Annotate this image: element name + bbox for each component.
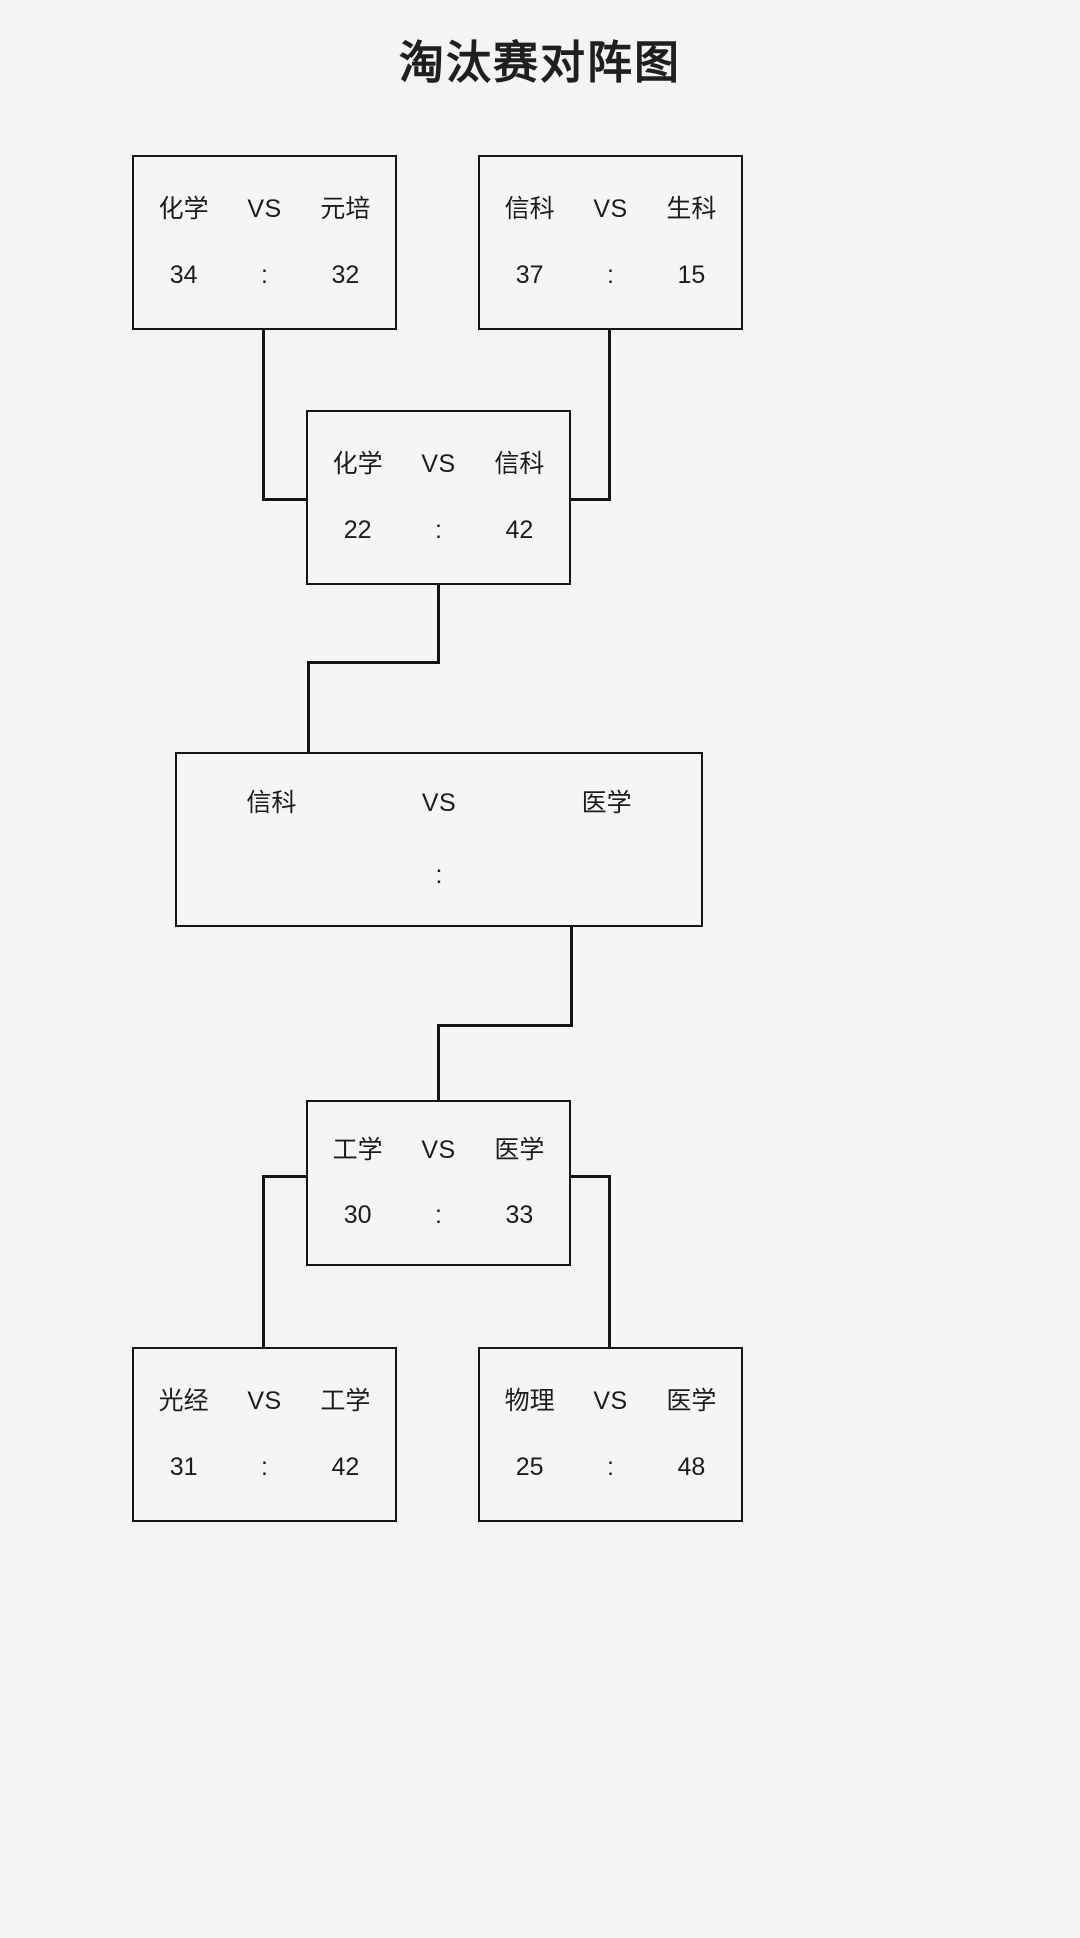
away-team-name: 医学 <box>581 789 632 818</box>
away-team-name: 信科 <box>494 450 545 479</box>
match-teams-row: 信科 VS 生科 <box>480 194 741 225</box>
match-score-row: : <box>177 860 701 891</box>
vs-label: VS <box>421 450 456 479</box>
home-team-name: 化学 <box>332 450 383 479</box>
home-team-name: 工学 <box>332 1135 383 1164</box>
connector-qf-right-down <box>608 329 611 501</box>
score-separator: : <box>607 260 614 289</box>
connector-sf-upper-horiz <box>307 661 440 664</box>
match-score-row: 22 : 42 <box>308 515 569 546</box>
home-team-name: 信科 <box>504 195 555 224</box>
vs-label: VS <box>593 1387 628 1416</box>
match-box-sf-lower[interactable]: 工学 VS 医学 30 : 33 <box>306 1100 571 1266</box>
connector-sf-lower-left-horiz <box>262 1175 310 1178</box>
connector-sf-upper-down-b <box>307 661 310 752</box>
connector-qf-right-to-sf <box>566 498 611 501</box>
score-separator: : <box>435 860 443 889</box>
match-box-sf-upper[interactable]: 化学 VS 信科 22 : 42 <box>306 410 571 585</box>
home-team-name: 化学 <box>158 195 209 224</box>
connector-qf-left-down <box>262 329 265 501</box>
match-teams-row: 信科 VS 医学 <box>177 788 701 819</box>
match-score-row: 34 : 32 <box>134 260 395 291</box>
match-box-qf-left[interactable]: 化学 VS 元培 34 : 32 <box>132 155 397 330</box>
home-score: 22 <box>343 515 372 544</box>
match-score-row: 25 : 48 <box>480 1452 741 1483</box>
score-separator: : <box>607 1452 614 1481</box>
vs-label: VS <box>247 1387 282 1416</box>
vs-label: VS <box>593 195 628 224</box>
away-score: 42 <box>331 1452 360 1481</box>
match-box-qf-bottom-right[interactable]: 物理 VS 医学 25 : 48 <box>478 1347 743 1522</box>
match-teams-row: 化学 VS 元培 <box>134 194 395 225</box>
match-box-final[interactable]: 信科 VS 医学 : <box>175 752 703 927</box>
connector-sf-lower-right-down <box>608 1175 611 1352</box>
score-separator: : <box>261 1452 268 1481</box>
away-team-name: 生科 <box>666 195 717 224</box>
away-score: 42 <box>505 515 534 544</box>
match-box-qf-bottom-left[interactable]: 光经 VS 工学 31 : 42 <box>132 1347 397 1522</box>
match-score-row: 30 : 33 <box>308 1200 569 1231</box>
away-team-name: 工学 <box>320 1387 371 1416</box>
connector-qf-left-to-sf <box>262 498 310 501</box>
home-team-name: 信科 <box>246 789 297 818</box>
away-team-name: 医学 <box>666 1387 717 1416</box>
away-team-name: 医学 <box>494 1135 545 1164</box>
match-teams-row: 工学 VS 医学 <box>308 1135 569 1166</box>
home-score: 30 <box>343 1201 372 1229</box>
page-title: 淘汰赛对阵图 <box>398 37 681 88</box>
away-score: 32 <box>331 260 360 289</box>
match-teams-row: 物理 VS 医学 <box>480 1386 741 1417</box>
match-score-row: 31 : 42 <box>134 1452 395 1483</box>
match-box-qf-right[interactable]: 信科 VS 生科 37 : 15 <box>478 155 743 330</box>
away-score: 15 <box>677 260 706 289</box>
vs-label: VS <box>421 1135 456 1164</box>
score-separator: : <box>261 260 268 289</box>
away-team-name: 元培 <box>320 195 371 224</box>
away-score: 33 <box>505 1201 534 1229</box>
connector-sf-lower-left-down <box>262 1175 265 1352</box>
away-score: 48 <box>677 1452 706 1481</box>
score-separator: : <box>435 515 442 544</box>
home-team-name: 光经 <box>158 1387 209 1416</box>
home-score: 34 <box>169 260 198 289</box>
match-teams-row: 光经 VS 工学 <box>134 1386 395 1417</box>
vs-label: VS <box>421 789 457 818</box>
vs-label: VS <box>247 195 282 224</box>
connector-sf-lower-right-horiz <box>566 1175 611 1178</box>
connector-final-down-a <box>570 924 573 1026</box>
home-score: 37 <box>515 260 544 289</box>
home-score: 25 <box>515 1452 544 1481</box>
connector-sf-upper-down-a <box>437 583 440 663</box>
home-score: 31 <box>169 1452 198 1481</box>
home-team-name: 物理 <box>504 1387 555 1416</box>
match-teams-row: 化学 VS 信科 <box>308 449 569 480</box>
score-separator: : <box>435 1201 442 1229</box>
match-score-row: 37 : 15 <box>480 260 741 291</box>
connector-final-horiz <box>437 1024 573 1027</box>
connector-final-down-b <box>437 1024 440 1102</box>
